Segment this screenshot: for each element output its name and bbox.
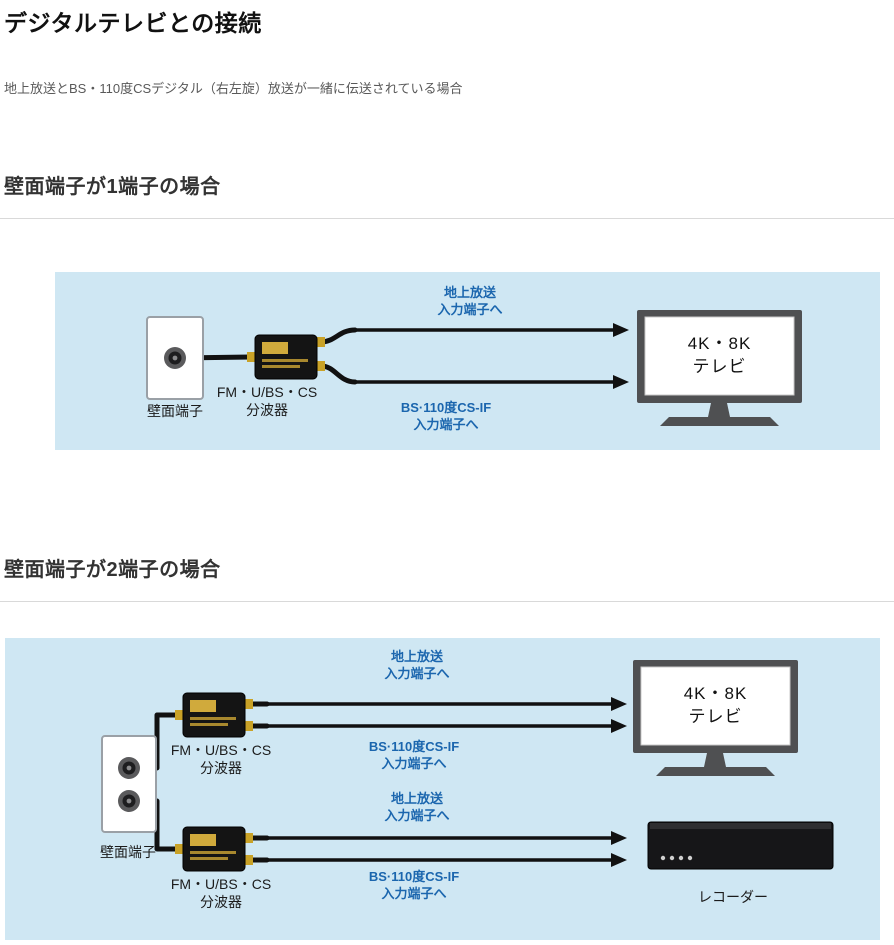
tv-terrestrial-input-label: 地上放送 入力端子へ — [384, 649, 450, 681]
diagram-two-terminals: 地上放送 入力端子へ BS·110度CS-IF 入力端子へ 地上放送 入力端子へ… — [5, 638, 880, 940]
wall-terminal-graphic — [146, 316, 204, 400]
diagram-one-terminal: 壁面端子 FM・U/BS・CS 分波器 地上放送 入力端子へ BS·110度CS… — [55, 272, 880, 450]
wall-terminal-label: 壁面端子 — [147, 403, 203, 419]
recorder-led-icon — [687, 855, 693, 861]
section-divider-one — [0, 218, 894, 219]
bs-cs-input-label: BS·110度CS-IF 入力端子へ — [400, 400, 492, 432]
tv-label: 4K・8K テレビ — [687, 334, 752, 376]
section-heading-one-terminal: 壁面端子が1端子の場合 — [4, 176, 221, 198]
splitter-label: FM・U/BS・CS 分波器 — [216, 384, 318, 418]
recorder-led-icon — [678, 855, 684, 861]
splitter-bottom-label: FM・U/BS・CS 分波器 — [170, 876, 272, 910]
recorder-led-icon — [669, 855, 675, 861]
diagram-two-terminals-graphic — [101, 660, 834, 872]
wall-terminal-label: 壁面端子 — [100, 844, 156, 860]
recorder-led-icon — [660, 855, 666, 861]
recorder-bs-cs-input-label: BS·110度CS-IF 入力端子へ — [368, 869, 460, 901]
splitter-bottom-graphic — [175, 826, 253, 872]
wall-terminal-graphic — [101, 735, 157, 833]
recorder-graphic — [647, 821, 834, 870]
tv-label: 4K・8K テレビ — [683, 684, 748, 726]
tv-graphic — [633, 660, 798, 776]
tv-bs-cs-input-label: BS·110度CS-IF 入力端子へ — [368, 739, 460, 771]
recorder-terrestrial-input-label: 地上放送 入力端子へ — [384, 791, 450, 823]
splitter-top-graphic — [175, 692, 253, 738]
splitter-graphic — [247, 334, 325, 380]
splitter-top-label: FM・U/BS・CS 分波器 — [170, 742, 272, 776]
diagram-one-terminal-graphic — [146, 310, 802, 426]
recorder-label: レコーダー — [698, 889, 768, 905]
section-divider-two — [0, 601, 894, 602]
terrestrial-input-label: 地上放送 入力端子へ — [437, 285, 503, 317]
coax-cable — [318, 363, 358, 385]
page-title: デジタルテレビとの接続 — [4, 10, 262, 36]
tv-graphic — [637, 310, 802, 426]
section-heading-two-terminals: 壁面端子が2端子の場合 — [4, 559, 221, 581]
coax-cable — [318, 327, 358, 345]
page-subtitle: 地上放送とBS・110度CSデジタル（右左旋）放送が一緒に伝送されている場合 — [4, 81, 463, 96]
